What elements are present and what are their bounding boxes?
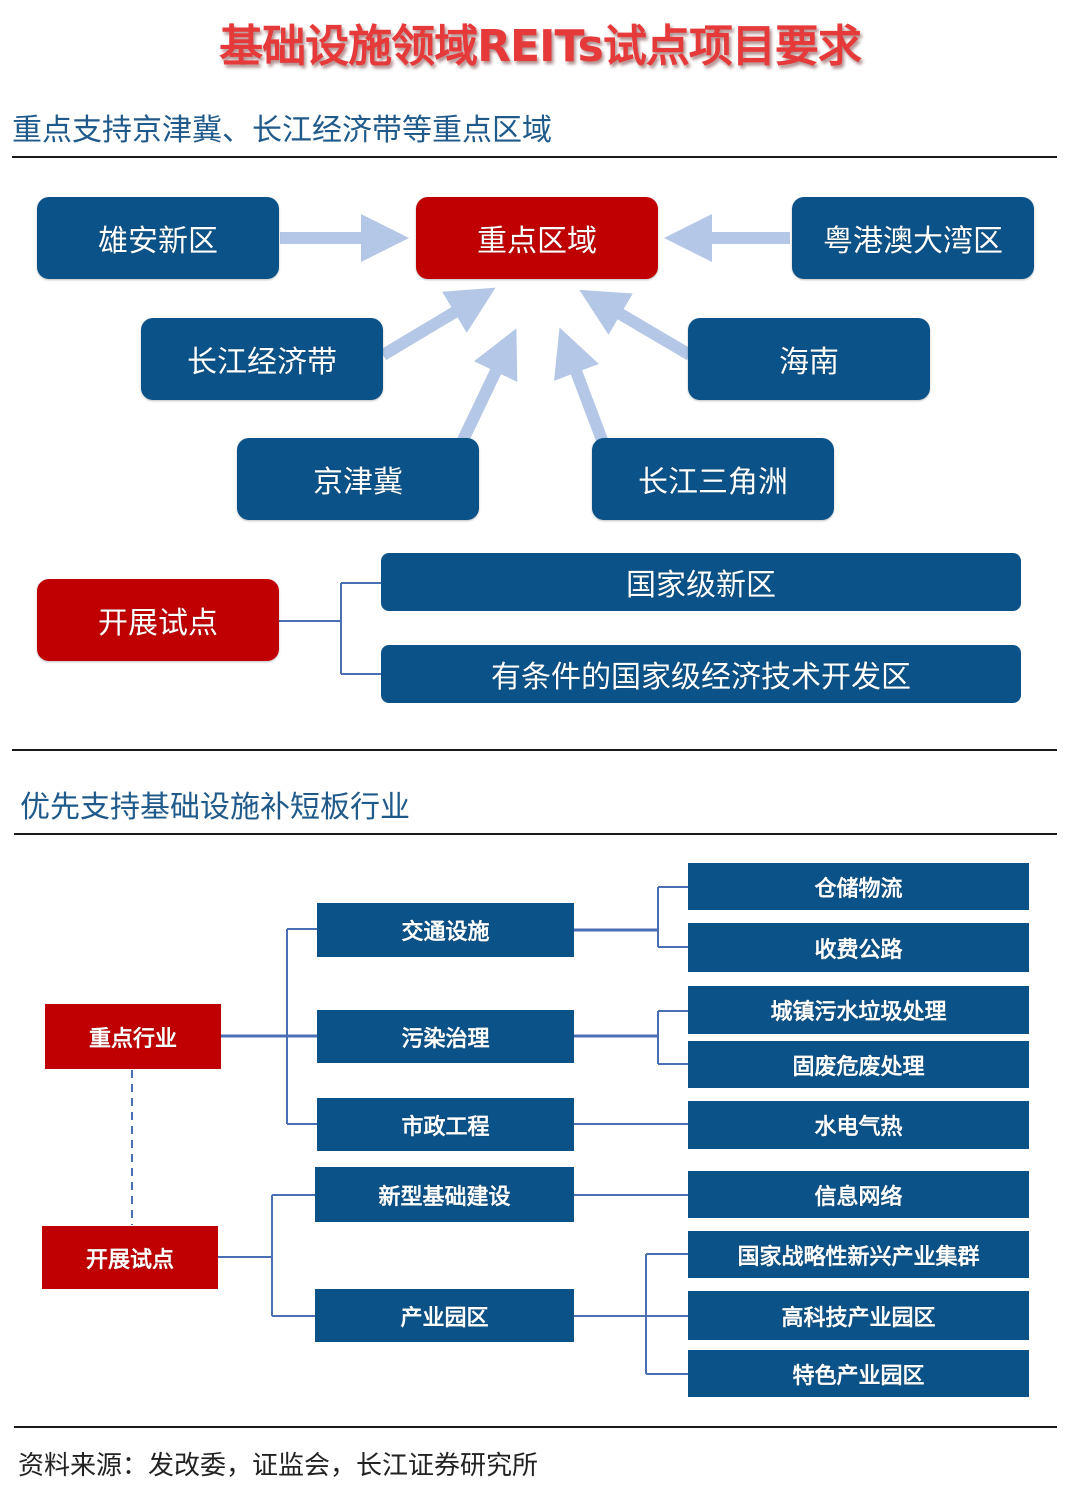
region-yrd: 长江三角洲 [592, 438, 834, 520]
category-municipal: 市政工程 [317, 1098, 574, 1151]
pilot-bracket-1 [278, 582, 382, 675]
key-region-center: 重点区域 [416, 197, 658, 279]
category-industrial-park: 产业园区 [315, 1289, 574, 1342]
leaf-toll-road: 收费公路 [688, 923, 1029, 972]
leaf-strategic-cluster: 国家战略性新兴产业集群 [688, 1231, 1029, 1278]
leaf-hazwaste: 固废危废处理 [688, 1041, 1029, 1088]
pilot-label-1: 开展试点 [37, 579, 279, 661]
region-xiongan: 雄安新区 [37, 197, 279, 279]
region-hainan: 海南 [688, 318, 930, 400]
pilot-item-national-new-area: 国家级新区 [381, 553, 1021, 611]
pilot-node-2: 开展试点 [42, 1226, 218, 1289]
arrow-jjj [457, 328, 518, 443]
footer-rule [14, 1426, 1057, 1428]
leaf-info-network: 信息网络 [688, 1171, 1029, 1218]
key-industry-node: 重点行业 [45, 1004, 221, 1069]
arrow-hainan [579, 289, 694, 361]
arrow-yangtze-belt [379, 287, 496, 361]
arrow-yrd [554, 327, 608, 443]
leaf-special-park: 特色产业园区 [688, 1350, 1029, 1397]
region-yangtze-belt: 长江经济带 [141, 318, 383, 400]
section1-heading: 重点支持京津冀、长江经济带等重点区域 [12, 113, 552, 148]
category-new-infra: 新型基础建设 [315, 1167, 574, 1222]
section1-top-rule [12, 156, 1057, 158]
section2-heading: 优先支持基础设施补短板行业 [20, 790, 410, 825]
category-transport: 交通设施 [317, 903, 574, 957]
source-note: 资料来源：发改委，证监会，长江证券研究所 [18, 1451, 539, 1481]
category-pollution: 污染治理 [317, 1010, 574, 1063]
page-title: 基础设施领域REITs试点项目要求 [219, 21, 862, 72]
region-jjj: 京津冀 [237, 438, 479, 520]
pilot-item-econ-dev-zone: 有条件的国家级经济技术开发区 [381, 645, 1021, 703]
leaf-sewage: 城镇污水垃圾处理 [688, 986, 1029, 1034]
section1-bottom-rule [12, 749, 1057, 751]
leaf-warehouse: 仓储物流 [688, 863, 1029, 910]
region-gba: 粤港澳大湾区 [792, 197, 1034, 279]
section2-top-rule [14, 833, 1057, 835]
leaf-hitech-park: 高科技产业园区 [688, 1291, 1029, 1340]
leaf-utilities: 水电气热 [688, 1101, 1029, 1149]
tree-connectors [131, 886, 688, 1375]
